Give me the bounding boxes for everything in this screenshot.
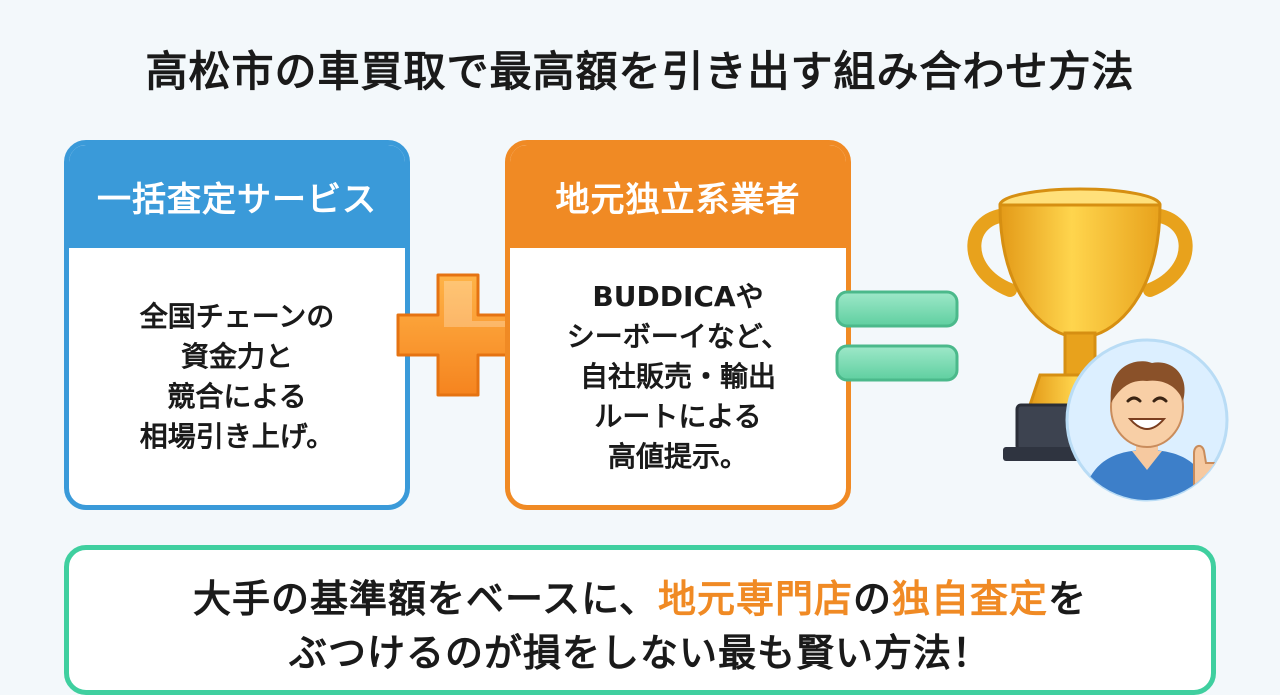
card-body-bulk-appraisal: 全国チェーンの 資金力と 競合による 相場引き上げ。 (69, 248, 405, 505)
highlight-own-appraisal: 独自査定 (891, 577, 1048, 621)
plus-icon (396, 273, 520, 397)
card-local-independent: 地元独立系業者 BUDDICAや シーボーイなど、 自社販売・輸出 ルートによる… (505, 140, 851, 510)
smiling-man-thumbs-up-icon (1065, 338, 1229, 502)
card-bulk-appraisal: 一括査定サービス 全国チェーンの 資金力と 競合による 相場引き上げ。 (64, 140, 410, 510)
conclusion-text: の (852, 577, 892, 621)
highlight-local-shop: 地元専門店 (657, 577, 853, 621)
card-body-local-independent: BUDDICAや シーボーイなど、 自社販売・輸出 ルートによる 高値提示。 (510, 248, 846, 505)
card-header-bulk-appraisal: 一括査定サービス (69, 145, 405, 248)
conclusion-box: 大手の基準額をベースに、地元専門店の独自査定を ぶつけるのが損をしない最も賢い方… (64, 545, 1216, 695)
conclusion-line-2: ぶつけるのが損をしない最も賢い方法！ (288, 631, 991, 675)
card-text-bulk-appraisal: 全国チェーンの 資金力と 競合による 相場引き上げ。 (139, 299, 335, 453)
equals-icon (835, 290, 959, 382)
conclusion-line-1: 大手の基準額をベースに、地元専門店の独自査定を (69, 568, 1211, 623)
card-text-local-independent: BUDDICAや シーボーイなど、 自社販売・輸出 ルートによる 高値提示。 (566, 279, 790, 473)
conclusion-text: 大手の基準額をベースに、 (192, 577, 658, 621)
page-title: 高松市の車買取で最高額を引き出す組み合わせ方法 (145, 47, 1135, 96)
conclusion-text: を (1048, 577, 1088, 621)
card-header-local-independent: 地元独立系業者 (510, 145, 846, 248)
